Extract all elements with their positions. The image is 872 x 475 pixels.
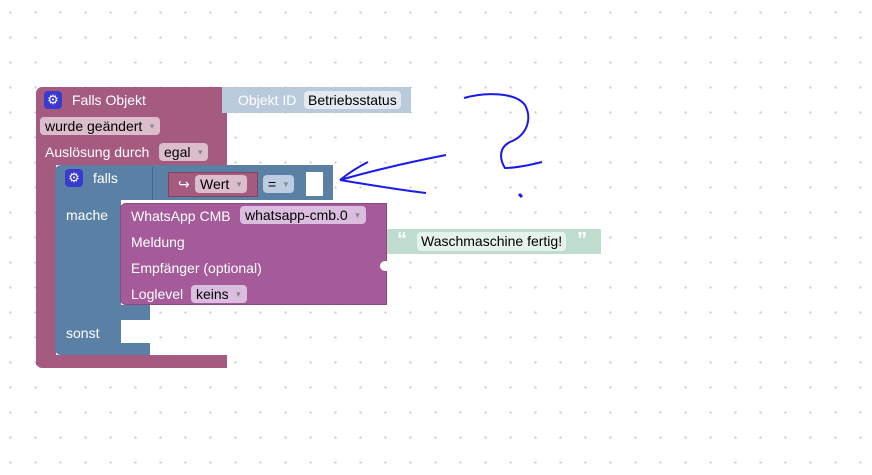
- message-label: Meldung: [131, 234, 185, 250]
- trigger-block-arm: [36, 160, 56, 365]
- if-block-bottom: [55, 343, 150, 355]
- loglevel-label: Loglevel: [131, 286, 184, 302]
- trigger-title: Falls Objekt: [72, 92, 146, 108]
- do-label: mache: [66, 207, 109, 223]
- arrow-scribble: [339, 154, 447, 194]
- question-mark-scribble: [463, 93, 543, 170]
- if-block-mid: [55, 305, 150, 320]
- settings-icon[interactable]: ⚙: [44, 91, 62, 109]
- trigger-by-dropdown[interactable]: egal: [159, 143, 209, 161]
- if-block-column: [55, 198, 121, 348]
- return-arrow-icon: ↪: [178, 176, 190, 192]
- object-id-label: Objekt ID: [238, 92, 297, 108]
- trigger-by-label: Auslösung durch: [45, 144, 150, 160]
- recipient-label: Empfänger (optional): [131, 260, 262, 276]
- empty-value-socket[interactable]: [306, 172, 323, 196]
- recipient-socket[interactable]: [380, 261, 387, 271]
- quote-open-icon: “: [397, 229, 407, 251]
- loglevel-dropdown[interactable]: keins: [191, 285, 247, 303]
- else-slot[interactable]: [121, 320, 150, 343]
- instance-dropdown[interactable]: whatsapp-cmb.0: [240, 206, 366, 224]
- message-text-field[interactable]: Waschmaschine fertig!: [417, 232, 567, 251]
- object-id-field[interactable]: Betriebsstatus: [304, 91, 401, 109]
- question-dot-scribble: [517, 192, 524, 199]
- value-dropdown[interactable]: Wert: [195, 175, 248, 193]
- else-label: sonst: [66, 325, 100, 341]
- whatsapp-title: WhatsApp CMB: [131, 208, 231, 224]
- if-label: falls: [93, 170, 118, 186]
- settings-icon[interactable]: ⚙: [65, 169, 83, 187]
- trigger-block-bottom: [36, 355, 227, 368]
- operator-dropdown[interactable]: =: [263, 175, 295, 193]
- quote-close-icon: ”: [577, 229, 587, 251]
- event-dropdown[interactable]: wurde geändert: [40, 117, 161, 135]
